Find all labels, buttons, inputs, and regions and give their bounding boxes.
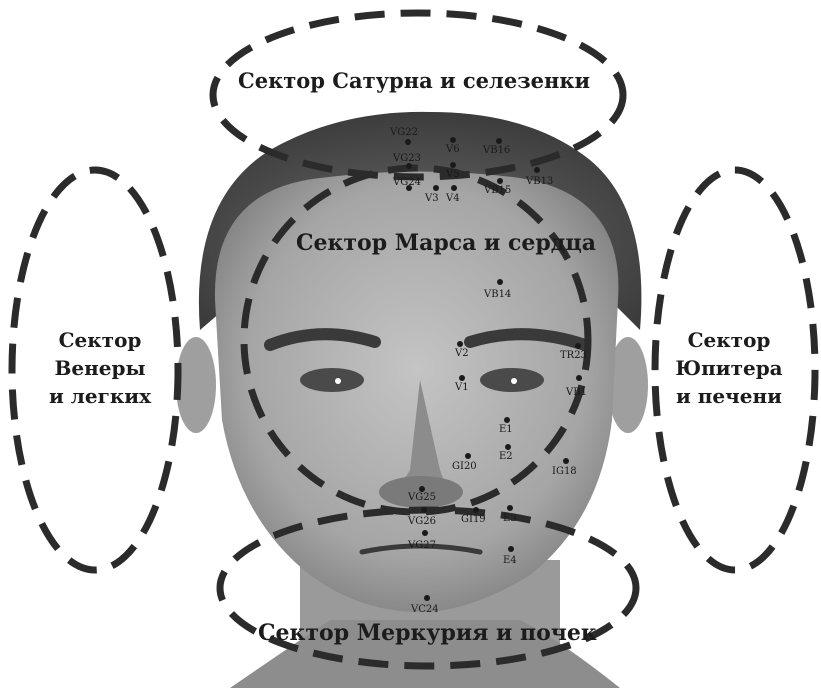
svg-text:V2: V2	[454, 348, 469, 359]
svg-text:V5: V5	[445, 169, 460, 180]
svg-text:E1: E1	[499, 424, 513, 435]
venus-label-line-2: Венеры	[40, 354, 160, 382]
svg-text:VG25: VG25	[407, 492, 436, 503]
venus-label-line-3: и легких	[40, 382, 160, 410]
svg-text:VG23: VG23	[392, 153, 421, 164]
svg-text:VB1: VB1	[565, 387, 587, 398]
svg-text:VB14: VB14	[483, 289, 511, 300]
mars-sector-label: Сектор Марса и сердца	[296, 230, 596, 256]
venus-sector-label: Сектор Венеры и легких	[40, 326, 160, 410]
svg-text:GI20: GI20	[452, 461, 477, 472]
svg-text:E3: E3	[503, 513, 517, 524]
left-ear	[176, 337, 216, 433]
svg-text:V6: V6	[445, 144, 460, 155]
svg-text:V3: V3	[424, 193, 439, 204]
jupiter-label-line-2: Юпитера	[664, 354, 794, 382]
svg-text:TR23: TR23	[560, 350, 587, 361]
svg-text:IG18: IG18	[552, 466, 577, 477]
jupiter-label-line-3: и печени	[664, 382, 794, 410]
svg-text:GI19: GI19	[461, 514, 486, 525]
saturn-sector-label: Сектор Сатурна и селезенки	[238, 68, 590, 93]
svg-text:VG26: VG26	[407, 516, 436, 527]
mercury-sector-label: Сектор Меркурия и почек	[258, 620, 597, 646]
right-pupil-highlight	[511, 378, 517, 384]
svg-text:VC24: VC24	[410, 604, 439, 615]
left-eye	[300, 368, 364, 392]
jupiter-label-line-1: Сектор	[664, 326, 794, 354]
svg-text:V4: V4	[445, 193, 460, 204]
svg-text:VG22: VG22	[389, 127, 418, 138]
svg-text:E4: E4	[503, 555, 517, 566]
venus-label-line-1: Сектор	[40, 326, 160, 354]
svg-text:E2: E2	[499, 451, 513, 462]
svg-text:VG27: VG27	[407, 540, 436, 551]
svg-text:VG24: VG24	[392, 177, 421, 188]
jupiter-sector-label: Сектор Юпитера и печени	[664, 326, 794, 410]
svg-text:VB16: VB16	[482, 145, 510, 156]
svg-text:V1: V1	[454, 382, 469, 393]
svg-text:VB13: VB13	[525, 176, 553, 187]
svg-text:VB15: VB15	[483, 185, 511, 196]
left-pupil-highlight	[335, 378, 341, 384]
